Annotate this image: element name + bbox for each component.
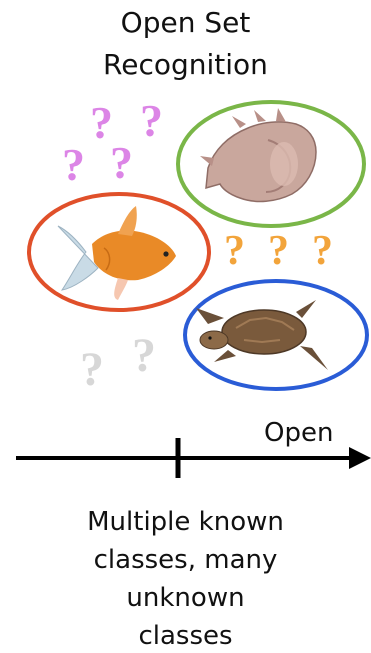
sea-turtle-icon <box>196 300 328 370</box>
caption-line-1: Multiple known <box>0 505 371 539</box>
conch-shell-icon <box>200 108 316 201</box>
caption-line-3: unknown <box>0 581 371 615</box>
axis-label-open: Open <box>264 418 333 448</box>
goldfish-icon <box>58 206 176 300</box>
caption-line-4: classes <box>0 619 371 653</box>
caption-line-2: classes, many <box>0 543 371 577</box>
